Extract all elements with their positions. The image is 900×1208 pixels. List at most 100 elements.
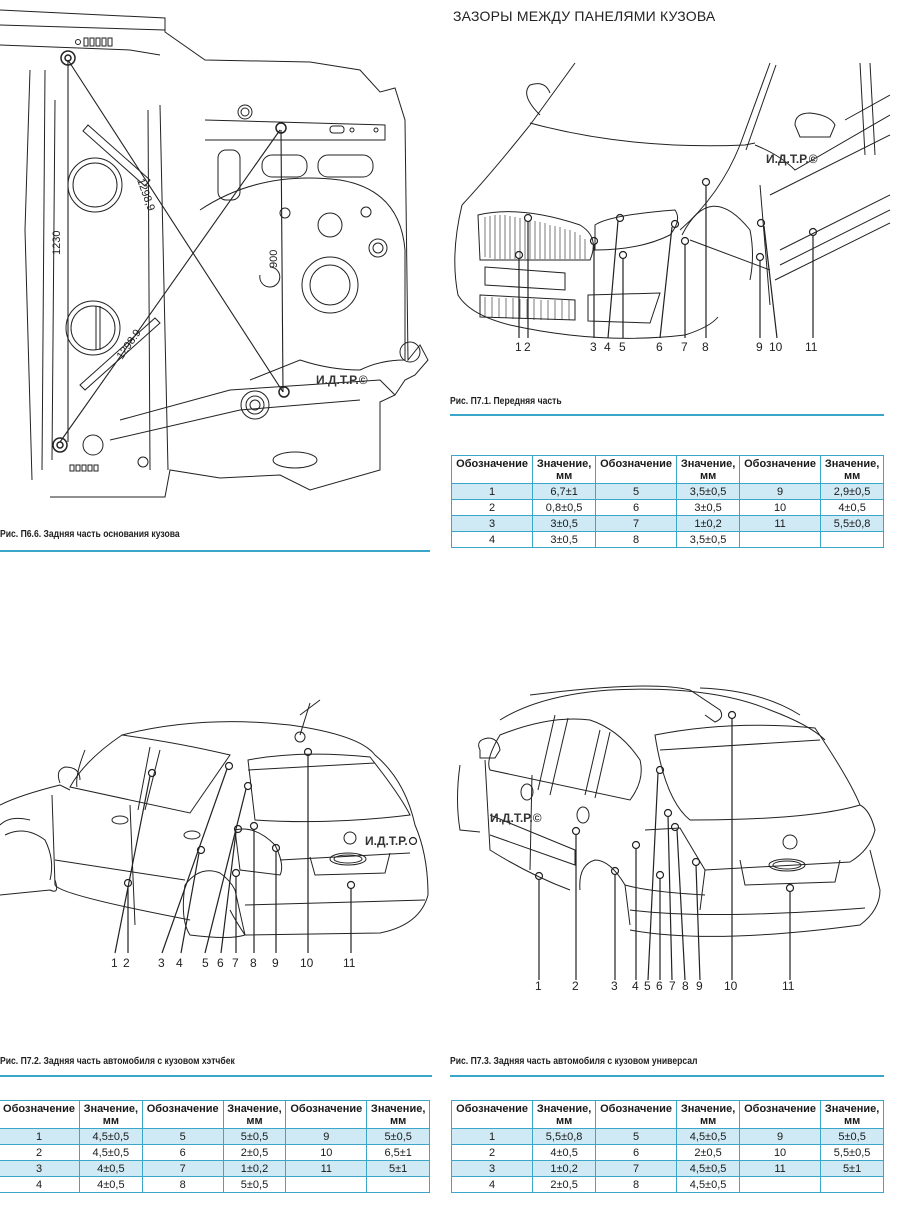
- cell-designation: 6: [141, 1144, 224, 1161]
- cell-value: 5±0,5: [222, 1128, 287, 1145]
- callout-9: 9: [272, 956, 279, 970]
- callout-8: 8: [702, 340, 709, 354]
- callout-5: 5: [619, 340, 626, 354]
- cell-designation: 1: [450, 1128, 534, 1145]
- callout-1: 1: [535, 979, 542, 993]
- callout-9: 9: [696, 979, 703, 993]
- cell-designation: 11: [285, 1160, 368, 1177]
- cell-value: 5±1: [366, 1160, 430, 1177]
- callout-11: 11: [782, 979, 795, 993]
- dim-1298-9-b: 1298.9: [115, 327, 144, 361]
- cell-designation: [738, 1176, 822, 1193]
- cell-designation: 2: [450, 1144, 534, 1161]
- figure-p7-2-hatchback-diagram: И.Д.Т.Р. 1 2 3 4 5 6 7 8 9 10 11: [0, 695, 440, 975]
- cell-designation: 9: [285, 1128, 368, 1145]
- cell-value: 3±0,5: [532, 515, 596, 532]
- cell-value: 1±0,2: [532, 1160, 596, 1177]
- callout-3: 3: [158, 956, 165, 970]
- cell-designation: 11: [738, 1160, 822, 1177]
- cell-designation: 3: [450, 515, 534, 532]
- table-header-row: Обозначение Значение,мм Обозначение Знач…: [0, 1100, 430, 1129]
- callout-3: 3: [590, 340, 597, 354]
- header-designation: Обозначение: [450, 1100, 534, 1129]
- cell-designation: 3: [450, 1160, 534, 1177]
- callout-2: 2: [572, 979, 579, 993]
- callout-10: 10: [300, 956, 314, 970]
- cell-value: [366, 1176, 430, 1193]
- cell-designation: 5: [141, 1128, 224, 1145]
- watermark: И.Д.Т.Р.©: [316, 373, 368, 387]
- caption-rule: [450, 1075, 884, 1077]
- cell-designation: 6: [594, 1144, 678, 1161]
- cell-value: 4±0,5: [532, 1144, 596, 1161]
- cell-designation: 5: [594, 483, 678, 500]
- cell-value: 4,5±0,5: [79, 1144, 143, 1161]
- cell-designation: 2: [450, 499, 534, 516]
- gap-table-front: Обозначение Значение,мм Обозначение Знач…: [450, 455, 884, 548]
- callout-2: 2: [524, 340, 531, 354]
- callout-3: 3: [611, 979, 618, 993]
- cell-value: 2±0,5: [532, 1176, 596, 1193]
- caption-rule: [450, 414, 884, 416]
- header-value: Значение,мм: [820, 1100, 884, 1129]
- callout-8: 8: [250, 956, 257, 970]
- header-designation: Обозначение: [738, 1100, 822, 1129]
- header-designation: Обозначение: [285, 1100, 368, 1129]
- gap-table-wagon: Обозначение Значение,мм Обозначение Знач…: [450, 1100, 884, 1193]
- cell-value: [820, 1176, 884, 1193]
- header-designation: Обозначение: [594, 455, 678, 484]
- cell-designation: 4: [450, 531, 534, 548]
- callout-8: 8: [682, 979, 689, 993]
- cell-designation: 3: [0, 1160, 81, 1177]
- cell-value: 2±0,5: [676, 1144, 740, 1161]
- cell-designation: 4: [450, 1176, 534, 1193]
- callout-11: 11: [805, 340, 818, 354]
- cell-designation: [738, 531, 822, 548]
- cell-designation: 1: [450, 483, 534, 500]
- cell-value: 1±0,2: [676, 515, 740, 532]
- header-value: Значение,мм: [532, 1100, 596, 1129]
- cell-value: 2±0,5: [222, 1144, 287, 1161]
- cell-designation: 9: [738, 483, 822, 500]
- header-designation: Обозначение: [0, 1100, 81, 1129]
- figure-p7-1-front-diagram: И.Д.Т.Р.© 1 2 3 4 5 6 7 8 9 10 11: [450, 55, 900, 365]
- dim-1298-9-a: 1298,9: [134, 177, 157, 213]
- cell-designation: 4: [0, 1176, 81, 1193]
- figure-p6-6-underbody-diagram: 1230 1298,9 1298.9 900 И.Д.Т.Р.©: [0, 0, 440, 525]
- figure-caption-p6-6: Рис. П6.6. Задняя часть основания кузова: [0, 529, 180, 540]
- header-value: Значение,мм: [820, 455, 884, 484]
- figure-caption-p7-3: Рис. П7.3. Задняя часть автомобиля с куз…: [450, 1056, 698, 1067]
- cell-value: 4,5±0,5: [676, 1160, 740, 1177]
- header-designation: Обозначение: [594, 1100, 678, 1129]
- watermark: И.Д.Т.Р.©: [766, 152, 818, 166]
- cell-designation: 10: [738, 1144, 822, 1161]
- cell-designation: 8: [594, 1176, 678, 1193]
- table-header-row: Обозначение Значение,мм Обозначение Знач…: [450, 455, 884, 484]
- cell-designation: 8: [141, 1176, 224, 1193]
- header-designation: Обозначение: [738, 455, 822, 484]
- header-value: Значение,мм: [366, 1100, 430, 1129]
- cell-designation: [285, 1176, 368, 1193]
- cell-value: 4,5±0,5: [676, 1128, 740, 1145]
- callout-11: 11: [343, 956, 356, 970]
- cell-designation: 9: [738, 1128, 822, 1145]
- callout-1: 1: [515, 340, 522, 354]
- table-header-row: Обозначение Значение,мм Обозначение Знач…: [450, 1100, 884, 1129]
- cell-value: 5,5±0,5: [820, 1144, 884, 1161]
- callout-1: 1: [111, 956, 118, 970]
- figure-caption-p7-1: Рис. П7.1. Передняя часть: [450, 396, 562, 407]
- cell-designation: 5: [594, 1128, 678, 1145]
- cell-value: 5,5±0,8: [820, 515, 884, 532]
- cell-value: 3,5±0,5: [676, 483, 740, 500]
- callout-7: 7: [232, 956, 239, 970]
- header-designation: Обозначение: [450, 455, 534, 484]
- cell-value: 5,5±0,8: [532, 1128, 596, 1145]
- callout-2: 2: [123, 956, 130, 970]
